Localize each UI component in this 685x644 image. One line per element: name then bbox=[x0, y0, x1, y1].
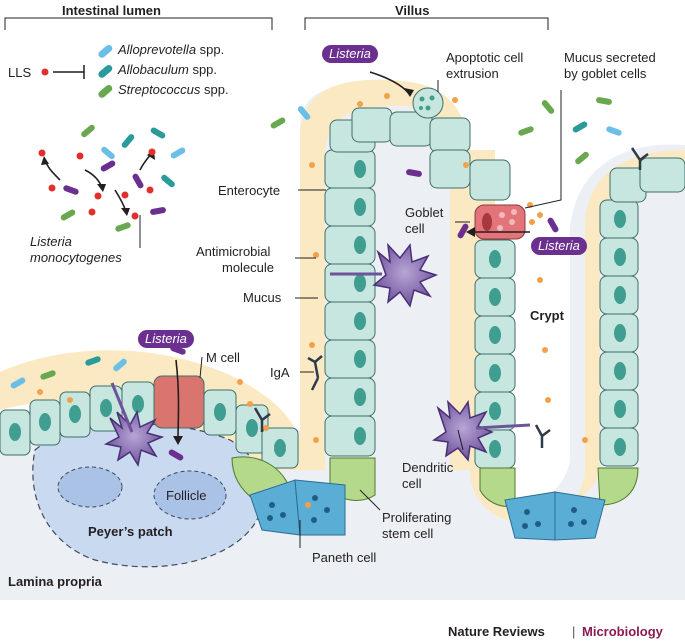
legend-alloprevotella: Alloprevotella spp. bbox=[118, 42, 225, 57]
dendritic-label-2: cell bbox=[402, 476, 422, 491]
nuclei-left bbox=[9, 395, 286, 457]
lamina-propria-label: Lamina propria bbox=[8, 574, 102, 589]
journal-name: Nature Reviews bbox=[448, 624, 545, 639]
listeria-species-label-2: monocytogenes bbox=[30, 250, 122, 265]
dendritic-cell-crypt bbox=[431, 399, 494, 462]
mucus-secreted-label-1: Mucus secreted bbox=[564, 50, 656, 65]
antimicrobial-label-2: molecule bbox=[222, 260, 275, 275]
antimicrobial-dots bbox=[37, 93, 588, 508]
commensal-bacteria bbox=[10, 97, 622, 389]
follicle-label: Follicle bbox=[166, 488, 207, 503]
mucus-secreted-label-2: by goblet cells bbox=[564, 66, 647, 81]
peyers-patch bbox=[32, 423, 265, 568]
villus-nuclei bbox=[354, 160, 501, 458]
paneth-cells bbox=[249, 479, 606, 541]
follicle-left bbox=[57, 466, 123, 508]
villus-left-cells bbox=[324, 149, 376, 457]
follicle-right bbox=[153, 470, 227, 520]
footer: Nature Reviews | Microbiology bbox=[0, 610, 685, 644]
m-cell-label: M cell bbox=[206, 350, 240, 365]
heading-lumen: Intestinal lumen bbox=[62, 3, 161, 18]
listeria-tag-goblet: Listeria bbox=[531, 237, 587, 255]
mucus-label: Mucus bbox=[243, 290, 282, 305]
listeria-species-label-1: Listeria bbox=[30, 234, 72, 249]
apoptotic-label-2: extrusion bbox=[446, 66, 499, 81]
peyers-patch-label: Peyer’s patch bbox=[88, 524, 173, 539]
listeria-rods bbox=[63, 160, 559, 461]
enterocyte-label: Enterocyte bbox=[218, 183, 281, 198]
iga-label: IgA bbox=[270, 365, 290, 380]
dendritic-label-1: Dendritic bbox=[402, 460, 454, 475]
proliferating-label-1: Proliferating bbox=[382, 510, 452, 525]
footer-separator: | bbox=[572, 624, 576, 639]
paneth-label: Paneth cell bbox=[312, 550, 377, 565]
listeria-tag-villus: Listeria bbox=[322, 45, 378, 63]
apoptotic-cell bbox=[412, 87, 444, 119]
listeria-tag-mcell: Listeria bbox=[138, 330, 194, 348]
proliferating-label-2: stem cell bbox=[382, 526, 434, 541]
legend-streptococcus: Streptococcus spp. bbox=[118, 82, 229, 97]
antimicrobial-label-1: Antimicrobial bbox=[196, 244, 271, 259]
dendritic-cell-villus bbox=[372, 242, 439, 308]
apoptotic-label-1: Apoptotic cell bbox=[446, 50, 524, 65]
heading-villus: Villus bbox=[395, 3, 430, 18]
legend-allobaculum: Allobaculum spp. bbox=[118, 62, 218, 77]
crypt-label: Crypt bbox=[530, 308, 564, 323]
goblet-label-2: cell bbox=[405, 221, 425, 236]
goblet-label-1: Goblet bbox=[405, 205, 444, 220]
legend-lls: LLS bbox=[8, 65, 32, 80]
journal-section: Microbiology bbox=[582, 624, 663, 639]
iga-symbols bbox=[253, 147, 649, 448]
lls-dots bbox=[38, 68, 156, 220]
